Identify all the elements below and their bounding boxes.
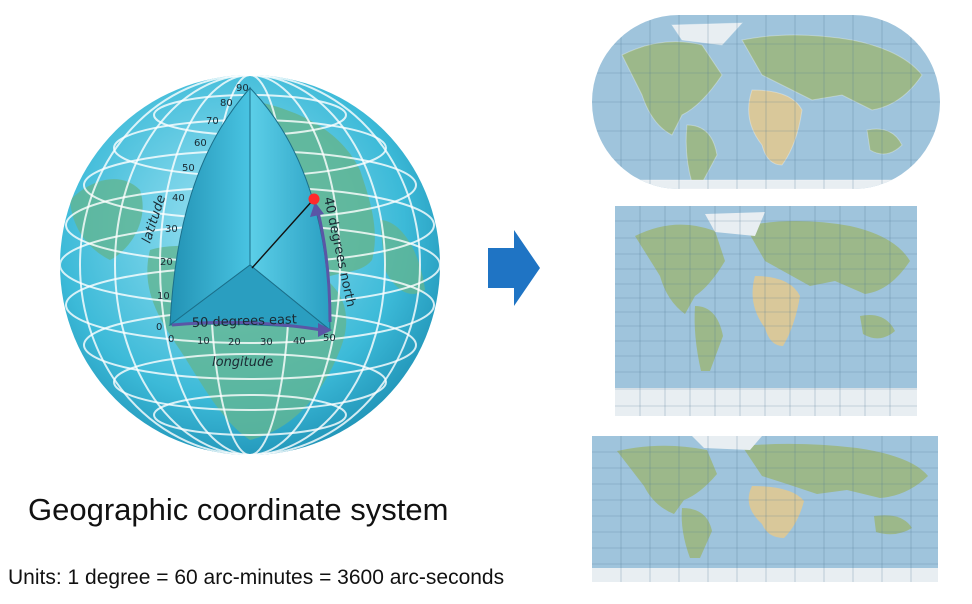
meridian-line (114, 75, 386, 455)
lon-tick: 40 (293, 336, 306, 347)
lon-tick: 0 (168, 334, 174, 345)
location-point (308, 193, 320, 205)
lon-tick: 50 (323, 333, 336, 344)
north-arrowhead (310, 202, 324, 217)
longitude-ticks: 0 10 20 30 40 50 (168, 333, 336, 348)
latitude-ticks: 0 10 20 30 40 50 60 70 80 90 (156, 83, 249, 333)
lat-tick: 80 (220, 98, 233, 109)
lat-tick: 30 (165, 224, 178, 235)
parallel-line (113, 353, 387, 411)
plate-carree-map (592, 436, 938, 582)
lon-tick: 20 (228, 337, 241, 348)
meridian-line (79, 75, 421, 455)
east-arrowhead (318, 323, 332, 337)
caption-title: Geographic coordinate system (28, 492, 449, 527)
longitude-label: longitude (212, 355, 273, 370)
lon-tick: 30 (260, 337, 273, 348)
east-label: 50 degrees east (192, 312, 297, 331)
lat-tick: 20 (160, 257, 173, 268)
radius-line (251, 199, 314, 269)
wedge-left-face (169, 86, 251, 327)
right-arrow-icon (488, 230, 540, 306)
lat-tick: 0 (156, 322, 162, 333)
americas-land (70, 179, 143, 260)
parallel-line (153, 394, 347, 436)
lon-tick: 10 (197, 336, 210, 347)
lat-tick: 60 (194, 138, 207, 149)
lat-tick: 10 (157, 291, 170, 302)
mercator-map (615, 206, 917, 416)
units-note: Units: 1 degree = 60 arc-minutes = 3600 … (8, 566, 505, 589)
lat-tick: 40 (172, 193, 185, 204)
meridian-line (159, 75, 341, 455)
lat-tick: 90 (236, 83, 249, 94)
north-arc (316, 211, 332, 323)
robinson-map (592, 15, 940, 189)
lat-tick: 70 (206, 116, 219, 127)
lat-tick: 50 (182, 163, 195, 174)
globe-diagram: 0 10 20 30 40 50 60 70 80 90 0 10 20 30 … (60, 75, 440, 455)
east-arc (171, 320, 323, 332)
